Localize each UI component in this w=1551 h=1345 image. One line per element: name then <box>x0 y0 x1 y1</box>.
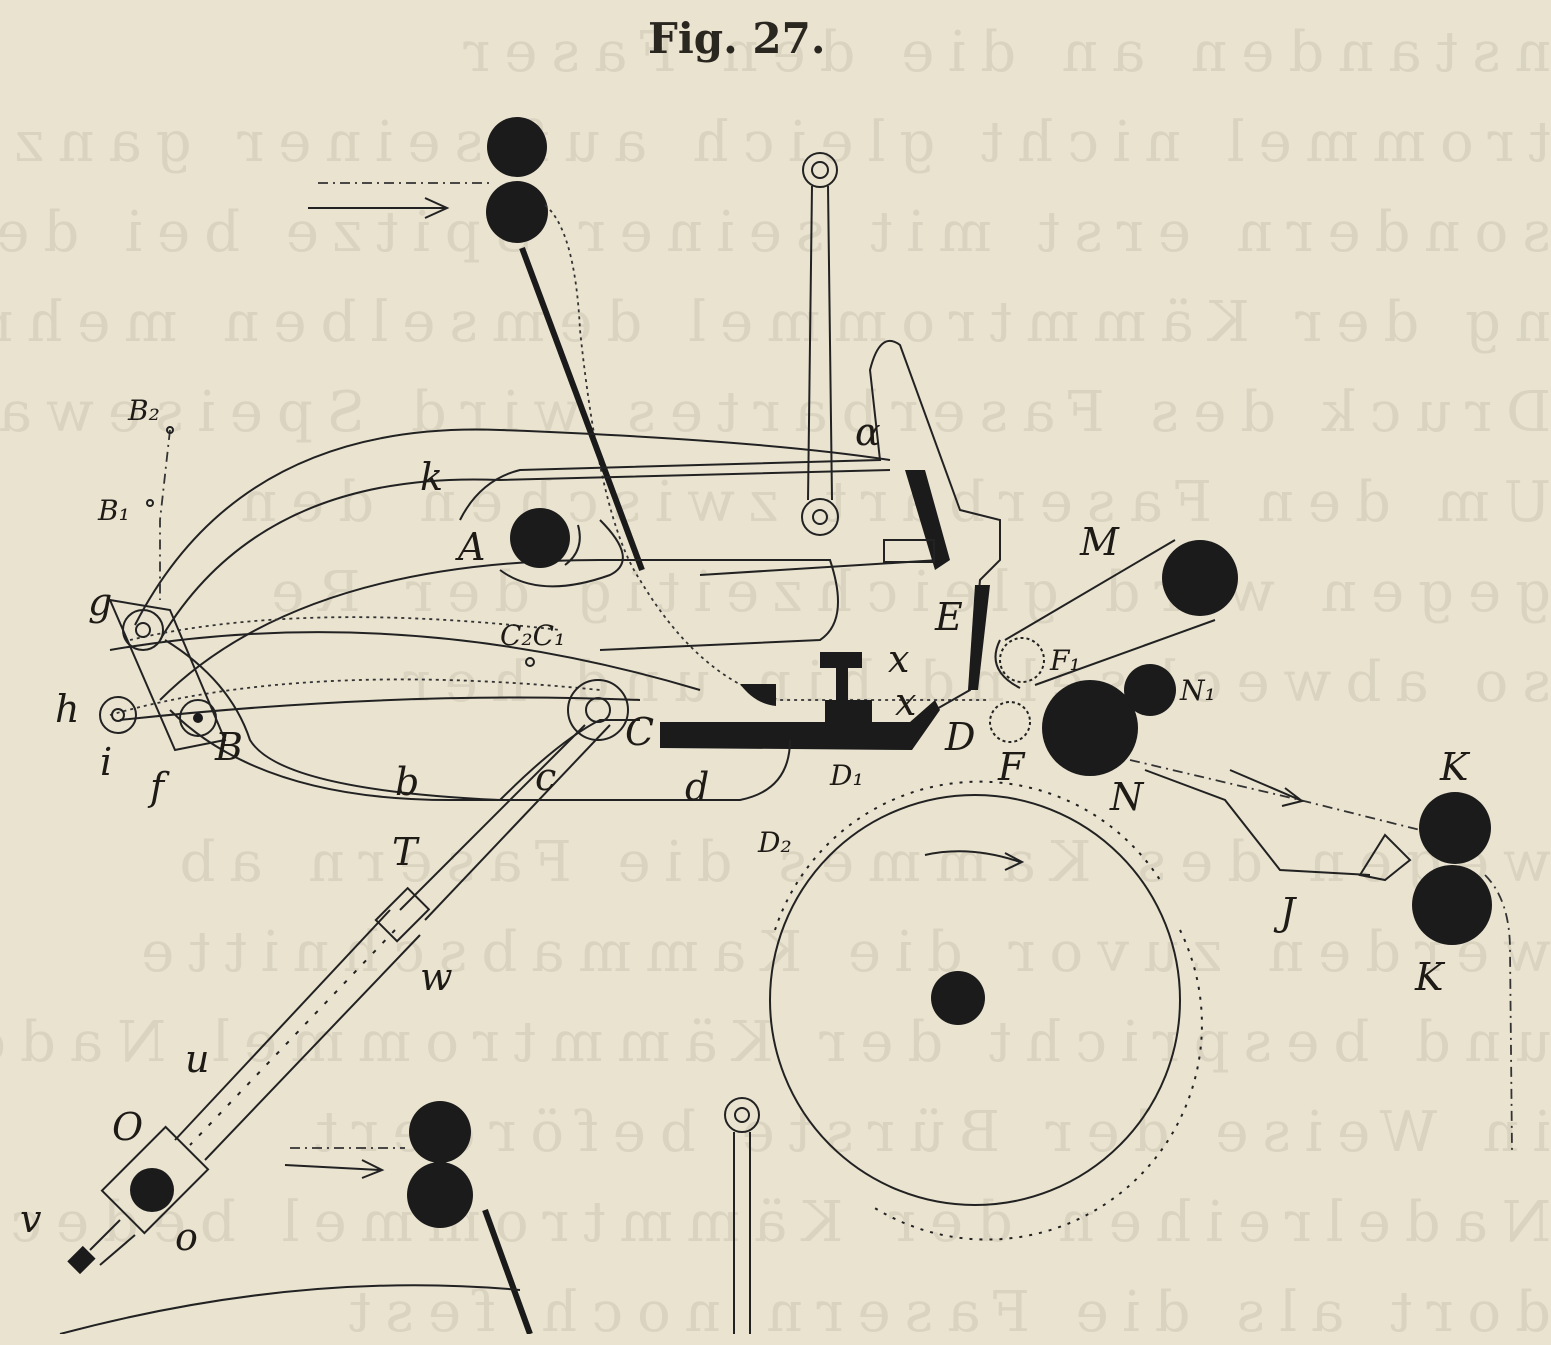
nipper-blade <box>519 246 645 572</box>
roller-A <box>510 508 570 568</box>
label-D2: D₂ <box>757 826 792 859</box>
lever-b <box>164 639 791 801</box>
lower-lever <box>724 1097 760 1334</box>
label-x-lower: x <box>895 680 916 724</box>
pivot-C <box>567 679 629 741</box>
label-N: N <box>1109 775 1145 819</box>
label-F: F <box>997 745 1026 789</box>
label-J: J <box>1273 890 1297 934</box>
comb-cylinder <box>769 780 1203 1241</box>
point-B1 <box>146 499 154 507</box>
arc-A <box>499 519 624 588</box>
label-x-upper: x <box>888 637 909 681</box>
figure-title: Fig. 27. <box>648 14 826 63</box>
lower-arrow <box>284 1159 385 1179</box>
cushion-plate <box>660 700 940 750</box>
label-C: C <box>625 710 654 754</box>
roller-N1 <box>1124 664 1176 716</box>
roller-F <box>989 701 1031 743</box>
label-C2C1: C₂C₁ <box>500 619 565 652</box>
nipper-jaw <box>905 470 950 570</box>
trumpet-J <box>1144 769 1412 882</box>
label-v: v <box>20 1197 42 1241</box>
point-B2 <box>166 426 174 434</box>
roller-F1 <box>999 637 1045 683</box>
roller-N <box>1042 680 1138 776</box>
label-d: d <box>685 765 709 809</box>
label-O: O <box>112 1105 143 1149</box>
lower-cylinder-arc <box>59 1284 521 1334</box>
top-nipper-knife <box>968 585 990 690</box>
label-K-upper: K <box>1439 745 1471 789</box>
spring-rod-T <box>67 724 611 1275</box>
label-M: M <box>1079 520 1120 564</box>
label-T: T <box>392 830 420 874</box>
web-out <box>1129 759 1421 831</box>
rotation-arrow-A <box>564 524 581 566</box>
label-E: E <box>934 595 963 639</box>
label-u: u <box>185 1037 209 1081</box>
sliver-out <box>1484 874 1513 1151</box>
arrow-head <box>424 197 450 219</box>
label-k: k <box>420 455 443 499</box>
label-N1: N₁ <box>1179 674 1216 707</box>
pivot-h <box>99 696 137 734</box>
label-i: i <box>100 740 112 784</box>
upper-feed-rollers <box>486 117 548 243</box>
label-B1: B₁ <box>97 494 130 527</box>
label-f: f <box>147 765 170 809</box>
label-A: A <box>455 525 485 569</box>
bottom-jaw-x <box>820 652 872 722</box>
label-h: h <box>55 687 79 731</box>
arrow-out <box>1229 769 1305 807</box>
point-C2 <box>525 657 535 667</box>
fiber-path-down <box>544 204 990 701</box>
label-o: o <box>175 1215 198 1259</box>
label-g: g <box>88 580 112 624</box>
belt <box>994 539 1216 689</box>
label-alpha: α <box>855 410 881 454</box>
lever-link <box>108 598 227 752</box>
label-F1: F₁ <box>1049 644 1081 677</box>
lever-k <box>134 428 891 701</box>
label-w: w <box>420 955 453 999</box>
upper-lever <box>801 152 839 536</box>
nipper-small-block <box>740 684 776 706</box>
label-B: B <box>214 725 243 769</box>
label-K-lower: K <box>1414 955 1446 999</box>
roller-K-lower <box>1412 865 1492 945</box>
roller-M <box>1162 540 1238 616</box>
label-D: D <box>944 715 975 759</box>
B-chain <box>159 429 171 600</box>
label-B2: B₂ <box>127 394 160 427</box>
lower-nipper-blade <box>482 1208 533 1334</box>
label-b: b <box>395 760 419 804</box>
label-c: c <box>535 755 556 799</box>
connecting-rods <box>109 616 601 716</box>
label-D1: D₁ <box>829 759 864 792</box>
roller-K-upper <box>1419 792 1491 864</box>
nipper-block <box>883 539 935 563</box>
rod-c <box>109 631 701 721</box>
lower-feed-rollers <box>407 1101 473 1228</box>
